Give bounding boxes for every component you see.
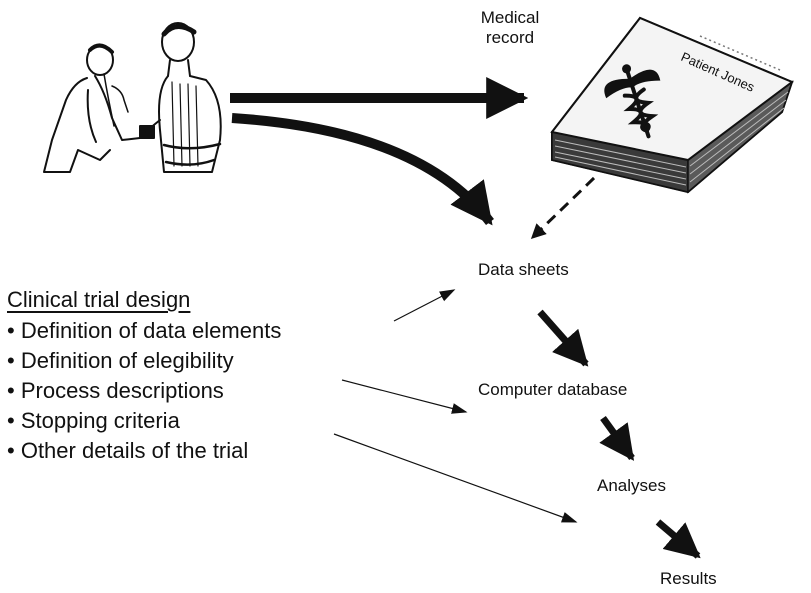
label-results: Results bbox=[660, 569, 717, 588]
medical-record-book: Patient Jones bbox=[550, 16, 794, 194]
doctor-examining-patient-icon bbox=[43, 22, 222, 173]
label-medical-record: Medical record bbox=[480, 8, 540, 47]
thin-arrow-to-database bbox=[341, 379, 468, 414]
list-item: Definition of elegibility bbox=[7, 346, 281, 376]
clinical-trial-design-list: Definition of data elements Definition o… bbox=[7, 316, 282, 466]
clinical-trial-design-title: Clinical trial design bbox=[7, 287, 191, 312]
thin-arrow-to-data-sheets bbox=[393, 289, 456, 322]
list-item: Stopping criteria bbox=[7, 406, 281, 436]
list-item: Other details of the trial bbox=[7, 436, 281, 466]
list-item: Process descriptions bbox=[7, 376, 281, 406]
arrow-to-data-sheets bbox=[231, 113, 494, 226]
thin-arrow-to-analyses bbox=[333, 433, 578, 523]
arrow-database-to-analyses bbox=[599, 415, 635, 461]
list-item: Definition of data elements bbox=[7, 316, 282, 346]
label-computer-database: Computer database bbox=[478, 380, 628, 399]
caduceus-icon bbox=[604, 64, 661, 139]
label-analyses: Analyses bbox=[597, 476, 666, 495]
arrow-analyses-to-results bbox=[655, 519, 701, 559]
label-data-sheets: Data sheets bbox=[478, 260, 569, 279]
dashed-arrow-record-to-data-sheets bbox=[530, 176, 596, 240]
arrow-data-sheets-to-database bbox=[537, 309, 589, 367]
clinical-trial-design: Clinical trial design Definition of data… bbox=[7, 286, 281, 466]
